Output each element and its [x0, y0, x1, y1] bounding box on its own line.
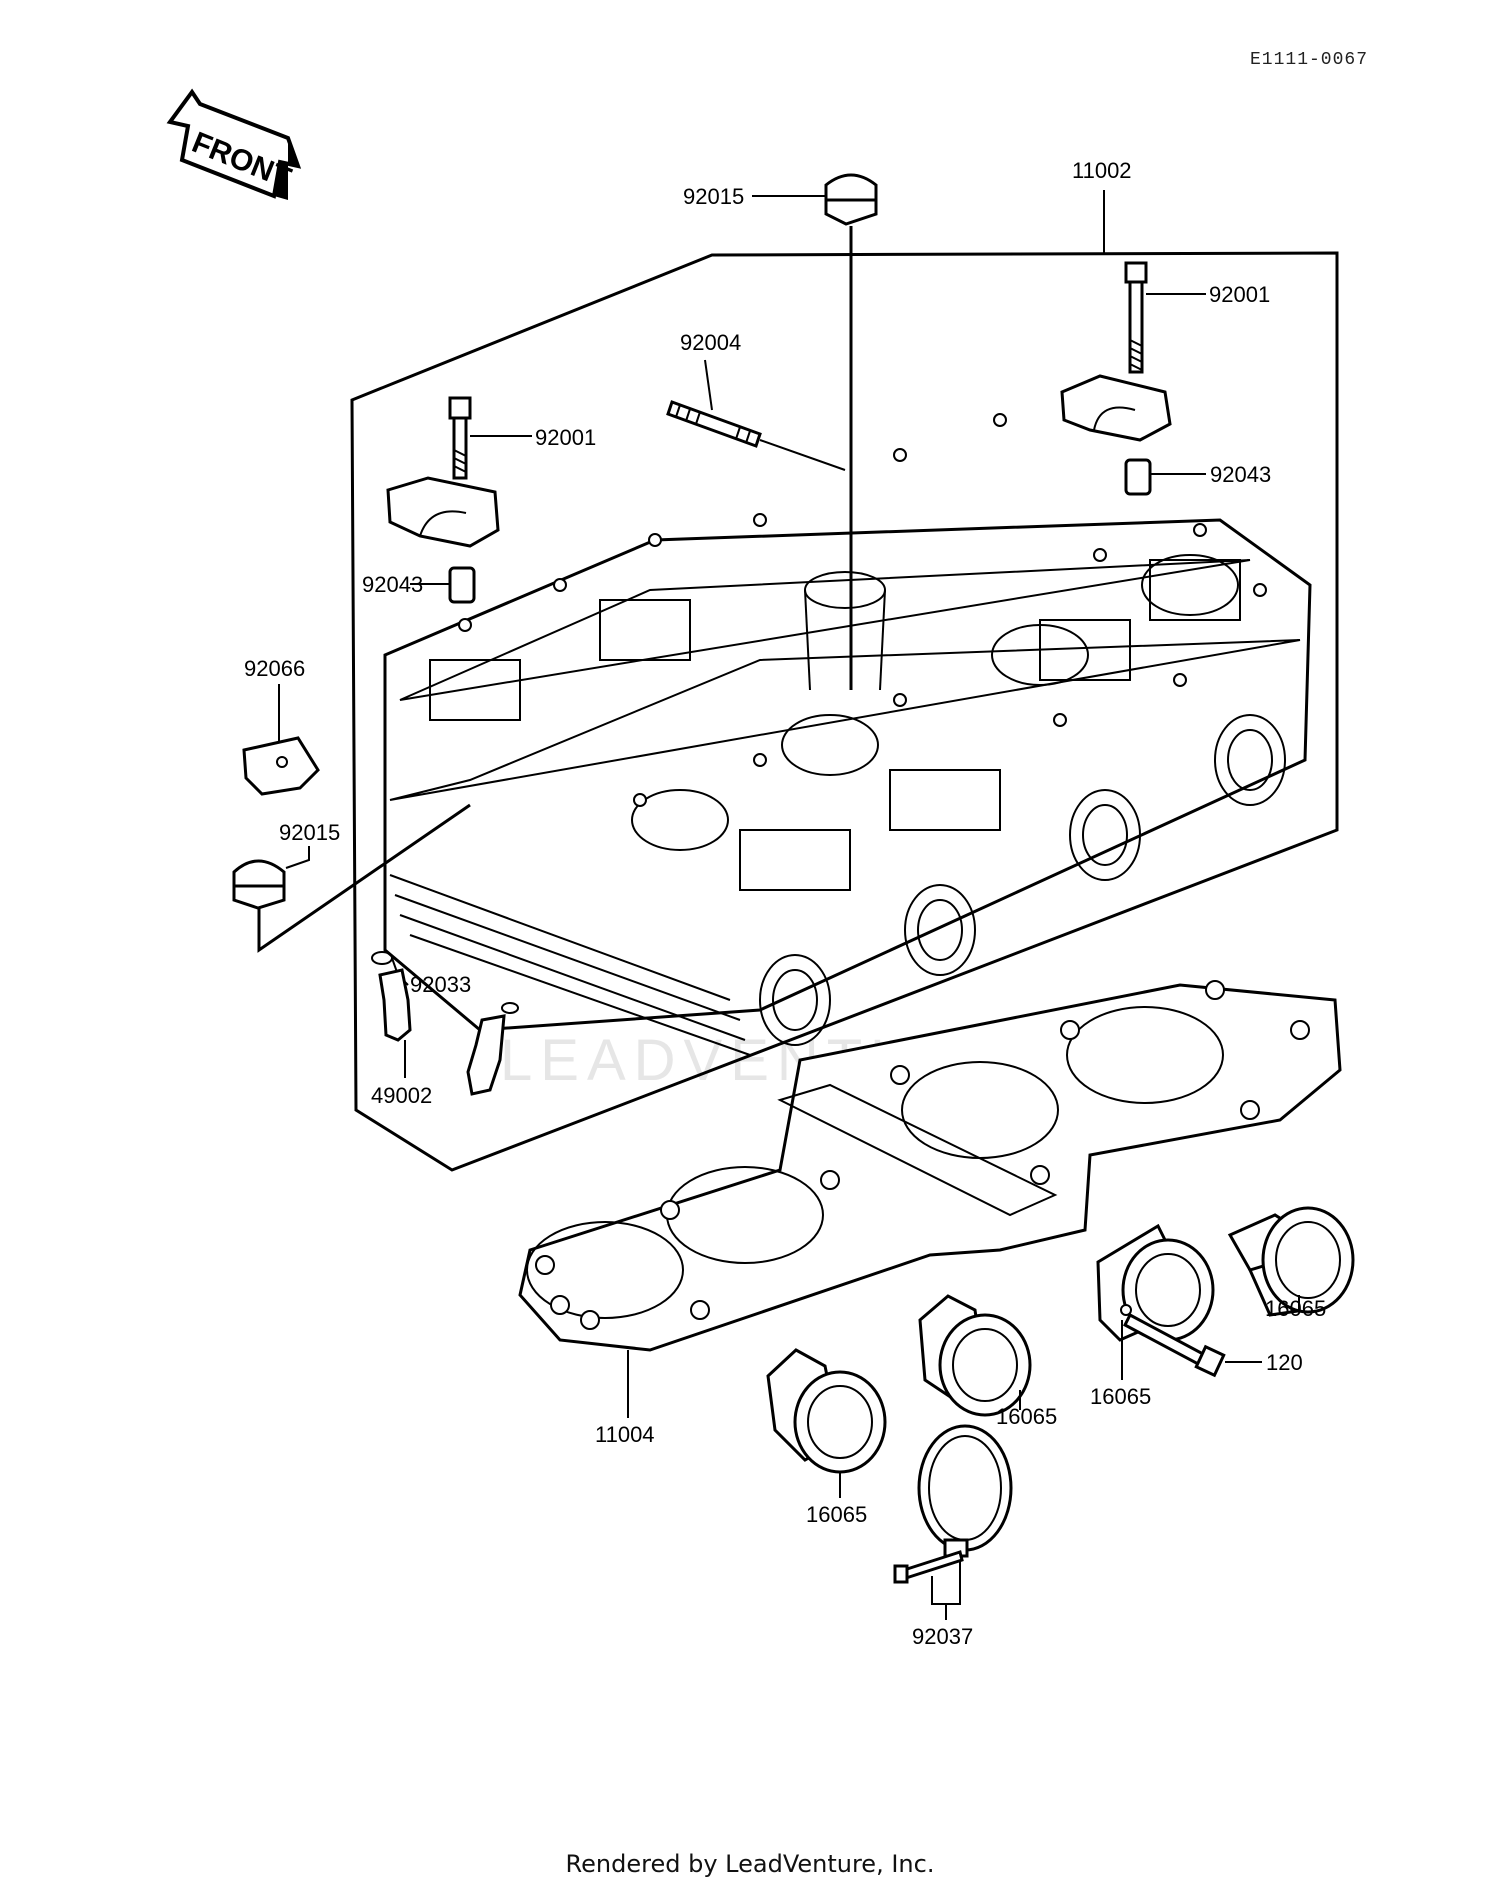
intake-holder-bottom — [766, 1348, 887, 1474]
callout-92015-top: 92015 — [683, 184, 744, 209]
intake-holder-mid — [1096, 1223, 1215, 1342]
callout-92001-left: 92001 — [535, 425, 596, 450]
intake-holder-right — [1227, 1206, 1355, 1317]
collar-right — [1124, 458, 1206, 496]
valve-guide-1 — [378, 968, 412, 1042]
bolt-120 — [1123, 1312, 1262, 1378]
head-gasket — [518, 980, 1342, 1352]
callout-16065-right: 16065 — [1265, 1296, 1326, 1321]
callout-92066: 92066 — [244, 656, 305, 681]
stud — [666, 359, 846, 471]
plug-cap — [242, 736, 320, 796]
intake-holder-center — [918, 1294, 1032, 1417]
callout-11004: 11004 — [595, 1422, 655, 1447]
camshaft-cap-left — [386, 476, 500, 548]
hose-clamp — [917, 1424, 1013, 1558]
callout-49002: 49002 — [371, 1083, 432, 1108]
clamp-screw — [893, 1550, 964, 1584]
callout-92037: 92037 — [912, 1624, 973, 1649]
drawing-code: E1111-0067 — [1250, 50, 1368, 70]
callout-92043-left: 92043 — [362, 572, 423, 597]
camshaft-cap-right — [1060, 374, 1172, 442]
callout-92004: 92004 — [680, 330, 741, 355]
cap-nut-top — [824, 173, 878, 690]
bolt-right — [1124, 261, 1206, 374]
callout-92001-right: 92001 — [1209, 282, 1270, 307]
front-arrow-icon: FRONT — [166, 88, 302, 200]
bolt-left — [448, 396, 532, 480]
callout-92043-right: 92043 — [1210, 462, 1271, 487]
o-ring — [371, 951, 393, 965]
collar-left — [410, 566, 476, 604]
cap-nut-left — [232, 859, 286, 910]
cylinder-head-frame — [350, 251, 1339, 1172]
callout-16065-center: 16065 — [996, 1404, 1057, 1429]
valve-guide-2 — [466, 1002, 519, 1096]
footer-credit: Rendered by LeadVenture, Inc. — [565, 1850, 935, 1878]
callout-16065-bottom: 16065 — [806, 1502, 867, 1527]
callout-120: 120 — [1266, 1350, 1303, 1375]
callout-16065-mid: 16065 — [1090, 1384, 1151, 1409]
callout-11002: 11002 — [1072, 158, 1132, 183]
callout-92015-left: 92015 — [279, 820, 340, 845]
cylinder-head — [383, 413, 1312, 1056]
callout-92033: 92033 — [410, 972, 471, 997]
